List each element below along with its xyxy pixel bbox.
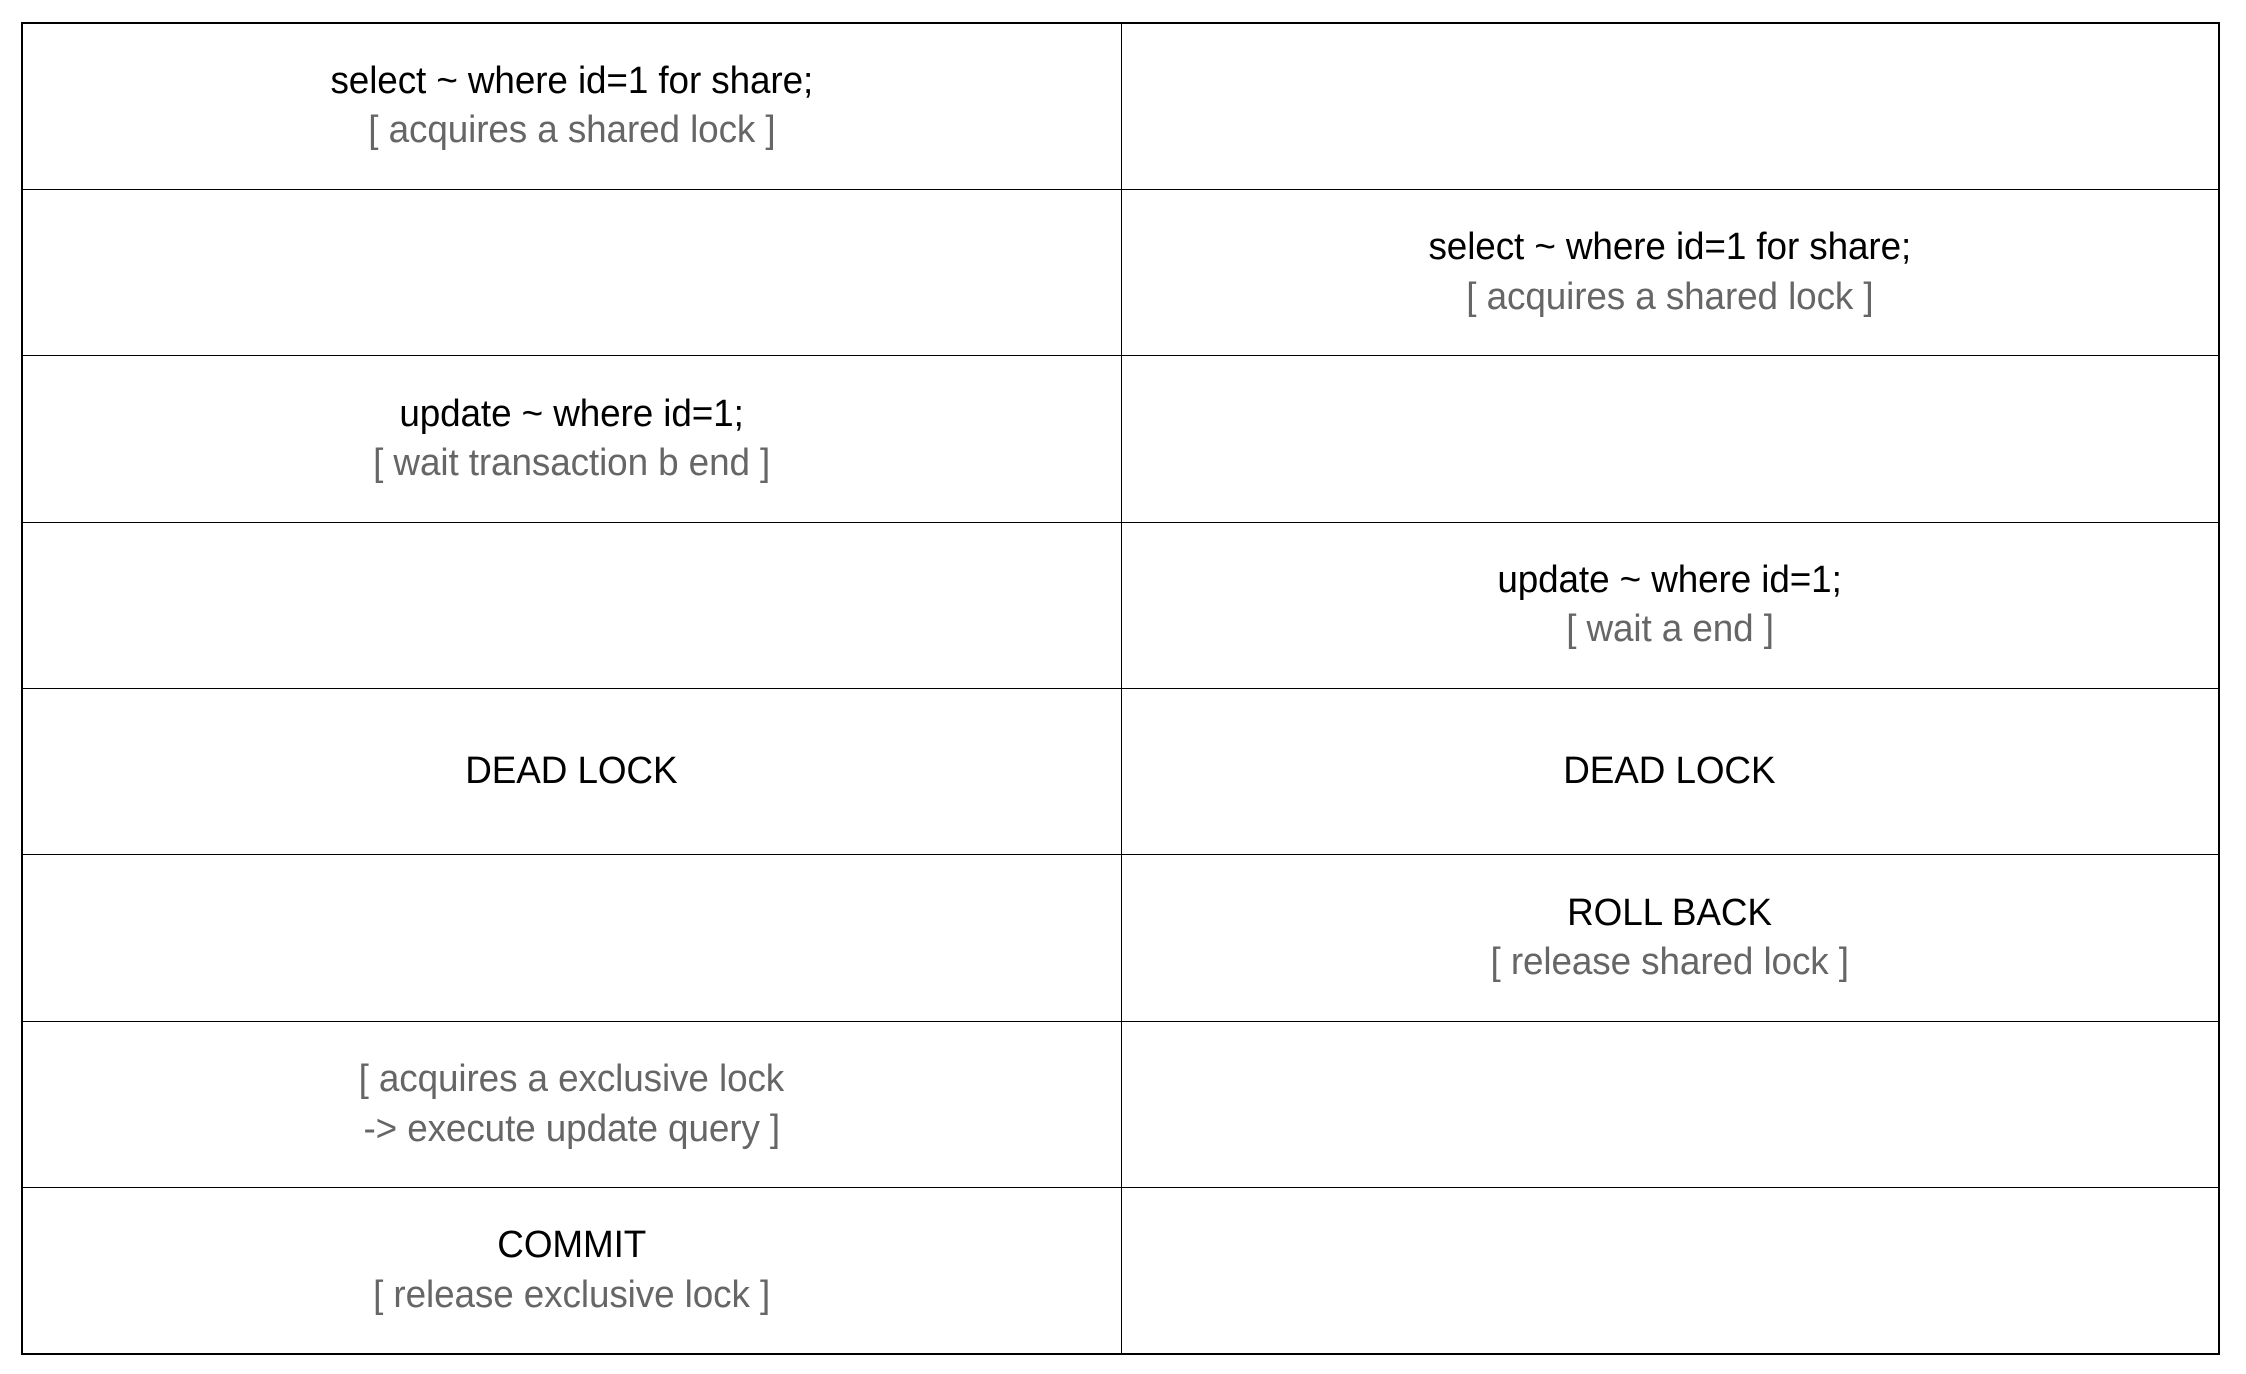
- rollback-label: ROLL BACK: [1567, 891, 1773, 934]
- cell-transaction-b-step-5: DEAD LOCK: [1120, 688, 2220, 856]
- annotation-text-line-1: [ acquires a exclusive lock: [358, 1058, 785, 1101]
- cell-stack: [37, 605, 1107, 606]
- cell-stack: DEAD LOCK: [37, 747, 1107, 796]
- table-row: ROLL BACK [ release shared lock ]: [21, 854, 2220, 1022]
- cell-transaction-a-step-7: [ acquires a exclusive lock -> execute u…: [21, 1020, 1122, 1189]
- cell-stack: [1136, 106, 2205, 107]
- cell-stack: select ~ where id=1 for share; [ acquire…: [37, 57, 1107, 156]
- cell-transaction-a-step-5: DEAD LOCK: [21, 688, 1122, 856]
- table-row: select ~ where id=1 for share; [ acquire…: [21, 22, 2220, 190]
- statement-text: select ~ where id=1 for share;: [1428, 226, 1912, 269]
- cell-stack: update ~ where id=1; [ wait transaction …: [37, 390, 1107, 489]
- annotation-text: [ acquires a shared lock ]: [1466, 275, 1874, 318]
- cell-transaction-b-step-1: [1120, 22, 2220, 190]
- cell-transaction-b-step-7: [1120, 1020, 2220, 1189]
- cell-transaction-b-step-2: select ~ where id=1 for share; [ acquire…: [1120, 188, 2220, 357]
- statement-text: update ~ where id=1;: [399, 392, 745, 435]
- table-body: select ~ where id=1 for share; [ acquire…: [21, 22, 2220, 1355]
- deadlock-label: DEAD LOCK: [465, 750, 678, 793]
- cell-stack: DEAD LOCK: [1136, 747, 2205, 796]
- deadlock-label: DEAD LOCK: [1563, 750, 1776, 793]
- table-row: update ~ where id=1; [ wait transaction …: [21, 355, 2220, 523]
- cell-stack: COMMIT [ release exclusive lock ]: [37, 1221, 1107, 1320]
- statement-text: select ~ where id=1 for share;: [330, 60, 814, 103]
- cell-stack: select ~ where id=1 for share; [ acquire…: [1136, 223, 2205, 322]
- cell-transaction-b-step-8: [1120, 1187, 2220, 1355]
- cell-transaction-b-step-4: update ~ where id=1; [ wait a end ]: [1120, 521, 2220, 690]
- cell-transaction-a-step-4: [21, 521, 1122, 690]
- statement-text: update ~ where id=1;: [1497, 558, 1843, 601]
- annotation-text: [ wait a end ]: [1565, 608, 1774, 651]
- cell-stack: ROLL BACK [ release shared lock ]: [1136, 889, 2205, 988]
- annotation-text: [ acquires a shared lock ]: [368, 109, 776, 152]
- cell-transaction-a-step-6: [21, 854, 1122, 1022]
- cell-transaction-b-step-3: [1120, 355, 2220, 523]
- annotation-text: [ release shared lock ]: [1490, 941, 1849, 984]
- cell-stack: [1136, 1270, 2205, 1271]
- cell-transaction-a-step-2: [21, 188, 1122, 357]
- cell-stack: [ acquires a exclusive lock -> execute u…: [37, 1055, 1107, 1154]
- table-row: COMMIT [ release exclusive lock ]: [21, 1187, 2220, 1355]
- table-row: [ acquires a exclusive lock -> execute u…: [21, 1020, 2220, 1189]
- cell-transaction-a-step-8: COMMIT [ release exclusive lock ]: [21, 1187, 1122, 1355]
- cell-stack: [1136, 1104, 2205, 1105]
- cell-stack: update ~ where id=1; [ wait a end ]: [1136, 556, 2205, 655]
- cell-stack: [37, 272, 1107, 273]
- annotation-text: [ wait transaction b end ]: [373, 441, 771, 484]
- table-row: select ~ where id=1 for share; [ acquire…: [21, 188, 2220, 357]
- commit-label: COMMIT: [497, 1224, 647, 1267]
- table-row: update ~ where id=1; [ wait a end ]: [21, 521, 2220, 690]
- deadlock-sequence-table: select ~ where id=1 for share; [ acquire…: [21, 22, 2220, 1356]
- table-row: DEAD LOCK DEAD LOCK: [21, 688, 2220, 856]
- annotation-text-line-2: -> execute update query ]: [363, 1107, 781, 1150]
- annotation-text: [ release exclusive lock ]: [373, 1273, 771, 1316]
- cell-stack: [37, 938, 1107, 939]
- cell-transaction-b-step-6: ROLL BACK [ release shared lock ]: [1120, 854, 2220, 1022]
- cell-stack: [1136, 438, 2205, 439]
- cell-transaction-a-step-3: update ~ where id=1; [ wait transaction …: [21, 355, 1122, 523]
- cell-transaction-a-step-1: select ~ where id=1 for share; [ acquire…: [21, 22, 1122, 190]
